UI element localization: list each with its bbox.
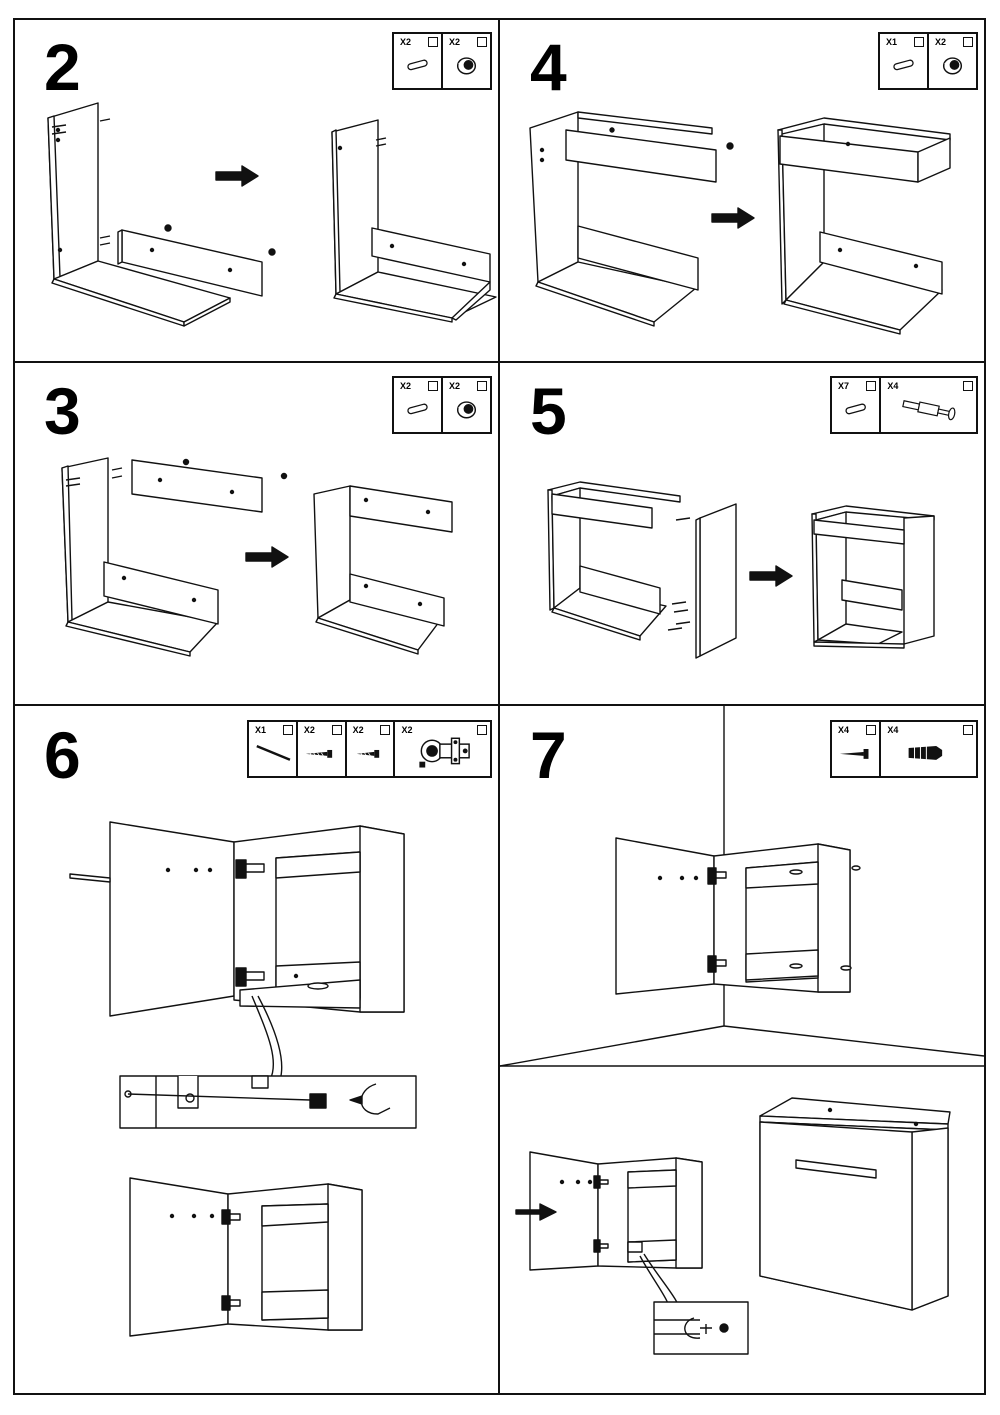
part-cell: X1 (249, 722, 298, 776)
part-quantity: X1 (886, 37, 898, 47)
screw-icon (305, 749, 332, 758)
step-number-2: 2 (44, 30, 81, 104)
step-3-illustration (62, 458, 452, 656)
frame-row-2 (13, 704, 986, 706)
screw-icon (356, 749, 379, 758)
part-cell: X2 (347, 722, 396, 776)
part-cell: X2 (298, 722, 347, 776)
checkbox-icon[interactable] (963, 725, 973, 735)
parts-box-step-4: X1 X2 (878, 32, 978, 90)
part-cell: X4 (832, 722, 882, 776)
step-4-illustration (530, 112, 950, 334)
checkbox-icon[interactable] (428, 37, 438, 47)
hinge-icon (419, 737, 471, 768)
frame-left (13, 18, 15, 1395)
cam-lock-icon (942, 57, 963, 75)
cam-bolt-icon (902, 400, 956, 421)
step-number-4: 4 (530, 30, 567, 104)
part-quantity: X2 (400, 381, 412, 391)
frame-row-1 (13, 361, 986, 363)
step-5-illustration (548, 482, 934, 658)
parts-box-step-6: X1 X2 X2 X2 (247, 720, 492, 778)
part-quantity: X2 (449, 37, 461, 47)
part-cell: X1 (880, 34, 929, 88)
step-7-illustration (500, 706, 984, 1354)
dowel-icon (407, 403, 428, 415)
frame-right (984, 18, 986, 1395)
parts-box-step-2: X2 X2 (392, 32, 492, 90)
cam-lock-icon (456, 401, 477, 419)
checkbox-icon[interactable] (866, 381, 877, 391)
checkbox-icon[interactable] (477, 725, 488, 735)
dowel-icon (893, 59, 914, 71)
parts-box-step-7: X4 X4 (830, 720, 978, 778)
part-cell: X4 (881, 378, 976, 432)
part-quantity: X2 (401, 725, 413, 735)
part-quantity: X4 (887, 381, 899, 391)
part-quantity: X4 (838, 725, 850, 735)
part-quantity: X1 (255, 725, 267, 735)
parts-box-step-5: X7 X4 (830, 376, 978, 434)
frame-center (498, 18, 500, 1395)
checkbox-icon[interactable] (380, 725, 391, 735)
part-cell: X4 (881, 722, 976, 776)
part-quantity: X2 (449, 381, 461, 391)
part-cell: X2 (394, 34, 443, 88)
part-quantity: X2 (400, 37, 412, 47)
dowel-icon (845, 403, 866, 415)
rod-icon (256, 744, 291, 761)
part-quantity: X2 (352, 725, 364, 735)
part-quantity: X2 (303, 725, 315, 735)
part-quantity: X4 (887, 725, 899, 735)
checkbox-icon[interactable] (331, 725, 342, 735)
checkbox-icon[interactable] (477, 381, 487, 391)
checkbox-icon[interactable] (282, 725, 293, 735)
checkbox-icon[interactable] (963, 381, 973, 391)
screw-icon (839, 749, 869, 759)
step-6-illustration (70, 822, 416, 1336)
step-number-6: 6 (44, 718, 81, 792)
checkbox-icon[interactable] (866, 725, 877, 735)
part-cell: X2 (395, 722, 490, 776)
checkbox-icon[interactable] (428, 381, 438, 391)
step-2-illustration (48, 103, 496, 326)
part-cell: X2 (929, 34, 976, 88)
wall-plug-icon (908, 746, 943, 760)
cam-lock-icon (456, 57, 477, 75)
step-number-7: 7 (530, 718, 567, 792)
part-cell: X7 (832, 378, 882, 432)
part-quantity: X2 (935, 37, 947, 47)
checkbox-icon[interactable] (914, 37, 924, 47)
part-quantity: X7 (838, 381, 850, 391)
checkbox-icon[interactable] (477, 37, 487, 47)
part-cell: X2 (394, 378, 443, 432)
part-cell: X2 (443, 378, 490, 432)
part-cell: X2 (443, 34, 490, 88)
parts-box-step-3: X2 X2 (392, 376, 492, 434)
dowel-icon (407, 59, 428, 71)
step-number-3: 3 (44, 374, 81, 448)
checkbox-icon[interactable] (963, 37, 973, 47)
step-number-5: 5 (530, 374, 567, 448)
